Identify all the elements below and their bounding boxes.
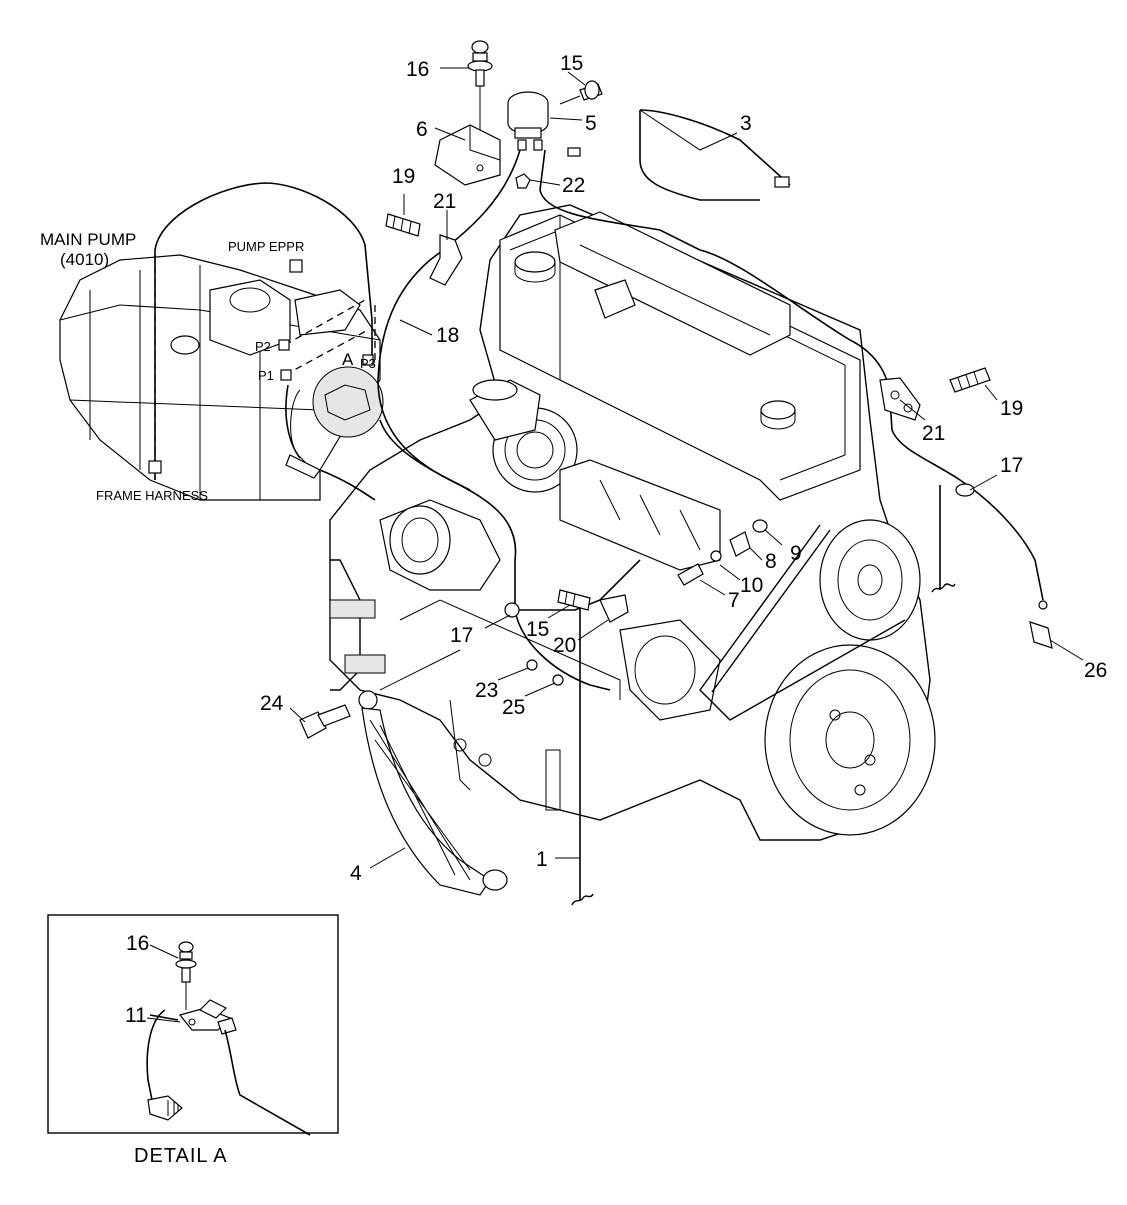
callout-21-left: 21 [433, 190, 456, 213]
detail-a-marker [285, 366, 384, 479]
part-16-bolt [467, 40, 493, 130]
part-19-right [949, 367, 991, 393]
part-7-sensor [677, 563, 704, 586]
callout-7: 7 [728, 589, 740, 612]
part-21-right [879, 377, 921, 421]
callout-26: 26 [1084, 659, 1107, 682]
callout-25: 25 [502, 696, 525, 719]
detail-a-title: DETAIL A [134, 1145, 228, 1167]
p1-label: P1 [258, 368, 274, 383]
callout-4: 4 [350, 862, 362, 885]
p1-connector [280, 369, 292, 381]
part-8-plug [729, 531, 751, 557]
callout-17-left: 17 [450, 624, 473, 647]
eppr-dashed-lines [284, 299, 376, 376]
callout-19-right: 19 [1000, 397, 1023, 420]
pump-eppr-label: PUMP EPPR [228, 239, 304, 254]
part-23-nut [526, 659, 538, 671]
callout-10: 10 [740, 574, 763, 597]
callout-3: 3 [740, 112, 752, 135]
p3-label: P3 [360, 356, 376, 371]
part-24-bolt [299, 704, 351, 739]
callout-numbers: 16 15 6 5 3 22 19 21 18 19 21 17 9 8 10 … [260, 52, 1107, 885]
p2-label: P2 [255, 339, 271, 354]
detail-callout-11: 11 [125, 1004, 147, 1027]
part-4-ground-strap [358, 690, 508, 896]
p3-connector [362, 354, 374, 366]
part-9-washer [752, 519, 768, 533]
callout-20: 20 [553, 634, 576, 657]
part-5-sensor [507, 91, 549, 151]
part-26-terminal [1029, 621, 1053, 649]
callout-8: 8 [765, 550, 777, 573]
main-pump-label: MAIN PUMP [40, 230, 136, 249]
part-20-bracket [599, 594, 629, 623]
part-19-left [385, 213, 421, 237]
leader-lines [289, 67, 1084, 869]
part-25-nut [552, 674, 564, 686]
callout-17-right: 17 [1000, 454, 1023, 477]
callout-15-mid: 15 [526, 618, 549, 641]
part-10-washer [710, 550, 722, 562]
callout-19-left: 19 [392, 165, 415, 188]
engine-block [329, 204, 936, 841]
part-6-bracket [434, 124, 501, 186]
callout-24: 24 [260, 692, 284, 715]
callout-22: 22 [562, 174, 585, 197]
pump-eppr-connector [289, 259, 303, 273]
callout-21-right: 21 [922, 422, 945, 445]
part-15-bolt [559, 80, 603, 105]
p2-connector [278, 339, 290, 351]
frame-harness-label: FRAME HARNESS [96, 488, 208, 503]
main-pump [59, 254, 381, 501]
part-3-end-connector [774, 176, 790, 188]
detail-a-marker-label: A [342, 350, 354, 369]
frame-harness-connector [148, 460, 162, 474]
callout-1: 1 [536, 848, 548, 871]
diagram-labels: MAIN PUMP (4010) PUMP EPPR FRAME HARNESS… [40, 230, 376, 503]
callout-9: 9 [790, 542, 802, 565]
callout-16-top: 16 [406, 58, 429, 81]
engine-harness [285, 109, 1044, 906]
callout-18: 18 [436, 324, 459, 347]
detail-a-box [47, 914, 339, 1136]
callout-23: 23 [475, 679, 498, 702]
part-17-right-clip [955, 483, 975, 497]
part-21-left [429, 234, 463, 286]
part-3-mid-connector [567, 147, 581, 157]
callout-15-top: 15 [560, 52, 583, 75]
detail-callout-16: 16 [126, 932, 149, 955]
part-17-left-clip [504, 602, 520, 618]
part-15-mid-bolt [557, 589, 591, 611]
part-22-nut [515, 173, 531, 189]
main-pump-code-label: (4010) [60, 250, 109, 269]
callout-5: 5 [585, 112, 597, 135]
pump-harness [154, 182, 373, 480]
callout-6: 6 [416, 118, 428, 141]
